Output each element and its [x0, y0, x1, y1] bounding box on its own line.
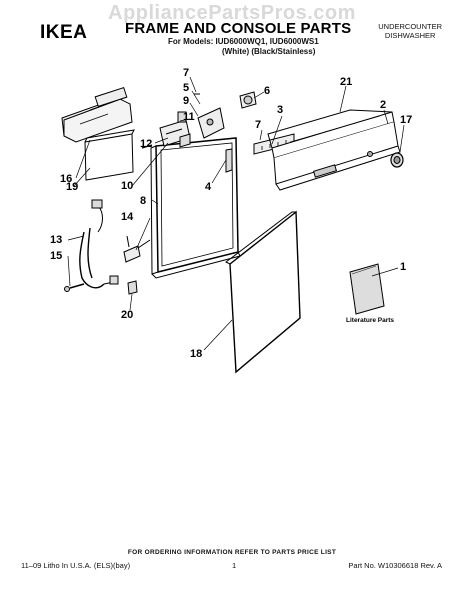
- footer-page-number: 1: [232, 561, 237, 570]
- part-label-1: 1: [400, 261, 406, 273]
- literature-parts-label: Literature Parts: [346, 317, 394, 324]
- page-title: FRAME AND CONSOLE PARTS: [125, 20, 352, 37]
- part-label-19: 19: [66, 181, 78, 193]
- selector-knob: [390, 152, 404, 168]
- part-label-13: 13: [50, 234, 62, 246]
- part-label-4: 4: [205, 181, 212, 193]
- door-frame: [150, 137, 241, 279]
- part-label-16: 16: [60, 173, 72, 185]
- model-variants: (White) (Black/Stainless): [222, 47, 316, 56]
- product-type: UNDERCOUNTER DISHWASHER: [378, 22, 442, 40]
- control-knob-6: [239, 91, 257, 109]
- literature-parts: [349, 263, 385, 315]
- part-label-2: 2: [380, 99, 386, 111]
- part-label-7a: 7: [183, 67, 189, 79]
- outer-door-panel: [225, 210, 301, 374]
- part-label-18: 18: [190, 348, 202, 360]
- part-label-12: 12: [140, 138, 152, 150]
- console-panel: [267, 109, 401, 191]
- product-type-line2: DISHWASHER: [384, 31, 436, 40]
- footer-part-number: Part No. W10306618 Rev. A: [348, 561, 442, 570]
- part-label-15: 15: [50, 250, 62, 262]
- part-label-21: 21: [340, 76, 352, 88]
- part-label-6: 6: [264, 85, 270, 97]
- part-label-10: 10: [121, 180, 133, 192]
- switch-14: [123, 235, 151, 263]
- watermark: AppliancePartsPros.com: [108, 2, 356, 24]
- part-label-5: 5: [183, 82, 189, 94]
- part-label-8: 8: [140, 195, 146, 207]
- footer-litho: 11–09 Litho In U.S.A. (ELS)(bay): [21, 561, 131, 570]
- part-label-20: 20: [121, 309, 133, 321]
- brand-logo: IKEA: [40, 22, 88, 43]
- part-label-7b: 7: [255, 119, 261, 131]
- part-label-9: 9: [183, 95, 189, 107]
- part-label-3: 3: [277, 104, 283, 116]
- product-type-line1: UNDERCOUNTER: [378, 22, 442, 31]
- ordering-note: FOR ORDERING INFORMATION REFER TO PARTS …: [127, 549, 337, 556]
- access-panel: [84, 129, 135, 181]
- part-label-17: 17: [400, 114, 412, 126]
- hinge: [194, 93, 225, 139]
- wire-harness: [64, 199, 119, 292]
- part-label-11: 11: [183, 111, 195, 123]
- model-numbers: For Models: IUD6000WQ1, IUD6000WS1: [168, 37, 319, 46]
- insulation-block: [61, 86, 133, 143]
- bracket-20: [127, 280, 138, 295]
- part-label-14: 14: [121, 211, 134, 223]
